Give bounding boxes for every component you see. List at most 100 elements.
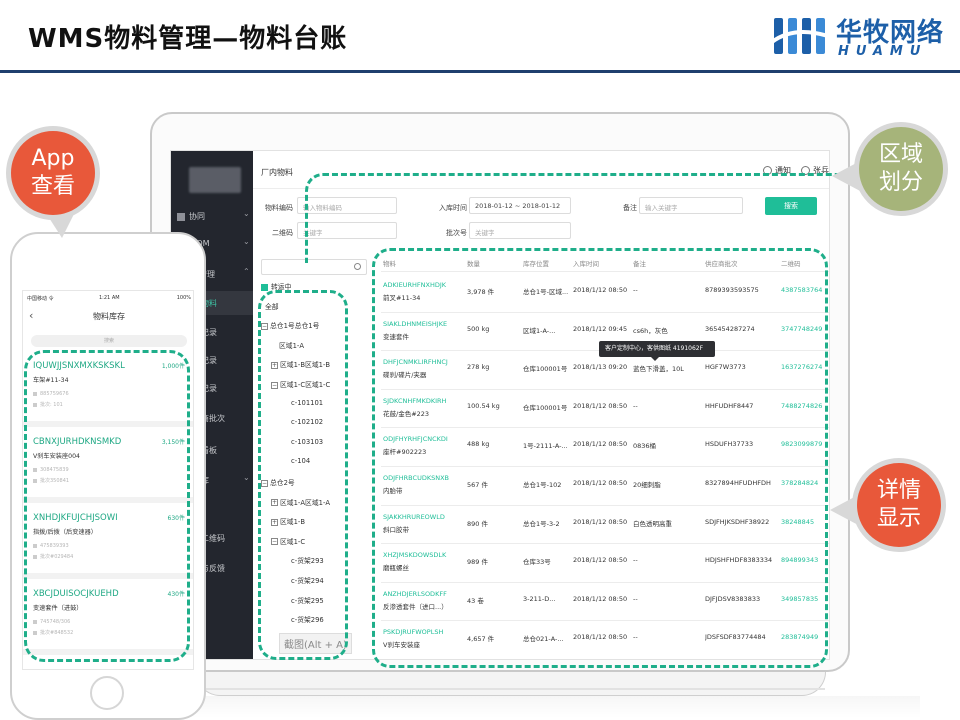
- sidebar-item-qrcode[interactable]: 二维码: [201, 534, 225, 543]
- card-name: V刹车安装座004: [33, 453, 80, 460]
- tree-node[interactable]: c-103103: [291, 437, 324, 446]
- expand-icon[interactable]: +: [271, 518, 278, 526]
- sidebar-item-record-3[interactable]: 记录: [201, 384, 217, 393]
- tag-icon: [33, 391, 37, 396]
- table-cell: 1637276274: [781, 363, 823, 372]
- table-cell: 仓库33号: [523, 558, 551, 567]
- tree-node[interactable]: −区域1-C: [271, 537, 306, 546]
- sidebar-item-collab[interactable]: 协同: [177, 211, 205, 222]
- search-button[interactable]: 搜索: [765, 197, 817, 215]
- tree-node[interactable]: c-102102: [291, 418, 324, 427]
- table-cell: ODJFHRBCUDKSNXB: [383, 474, 449, 482]
- chevron-down-icon: ⌄: [243, 209, 250, 218]
- collapse-icon[interactable]: −: [271, 381, 278, 389]
- table-cell: 567 件: [467, 481, 488, 489]
- table-header-cell[interactable]: 二维码: [781, 260, 801, 268]
- tree-node[interactable]: −总仓2号: [261, 479, 295, 487]
- collapse-icon[interactable]: −: [261, 322, 268, 330]
- table-cell: JDSFSDF83774484: [705, 633, 766, 642]
- slide-title: WMS物料管理—物料台账: [28, 24, 348, 54]
- card-meta: 745748/306: [33, 619, 70, 625]
- time-range-input[interactable]: 2018-01-12 ~ 2018-01-12: [469, 197, 571, 214]
- sidebar-item-supplier-batch[interactable]: 商批次: [201, 414, 225, 423]
- table-header-cell[interactable]: 入库时间: [573, 260, 599, 268]
- tree-node[interactable]: c-货架295: [291, 596, 324, 605]
- table-cell: 894899343: [781, 556, 819, 565]
- table-cell: cs6h，灰色: [633, 326, 668, 335]
- table-cell: 花鼓/金色#223: [383, 409, 430, 418]
- table-header-cell[interactable]: 备注: [633, 260, 646, 268]
- breadcrumb: 厂内物料: [261, 168, 293, 177]
- card-name: 指拨/后拨（后变速器）: [33, 529, 97, 536]
- tree-node[interactable]: c-101101: [291, 398, 324, 407]
- table-header-cell[interactable]: 数量: [467, 260, 480, 268]
- row-divider: [381, 504, 829, 506]
- logo-mark-icon: [770, 18, 828, 54]
- tree-node[interactable]: c-货架294: [291, 577, 324, 585]
- tree-node[interactable]: 区域1-A: [279, 341, 305, 350]
- table-cell: --: [633, 594, 638, 603]
- sidebar-item-feedback[interactable]: 与反馈: [201, 564, 225, 573]
- tree-node[interactable]: +区域1-B: [271, 518, 306, 527]
- row-divider: [381, 581, 829, 583]
- table-cell: 区域1-A-...: [523, 326, 556, 335]
- sidebar-item-board[interactable]: 看板: [201, 446, 217, 455]
- tree-node[interactable]: +区域1-B区域1-B: [271, 361, 331, 370]
- table-cell: SJAKKHRUREOWLD: [383, 512, 445, 521]
- back-icon[interactable]: ‹: [29, 309, 34, 322]
- expand-icon[interactable]: +: [271, 361, 278, 369]
- sidebar-item-material[interactable]: 物料: [201, 299, 217, 308]
- sidebar-item-manage[interactable]: 管理: [199, 270, 215, 279]
- card-quantity: 3,150件: [161, 439, 185, 446]
- table-cell: 总仓1号-3-2: [523, 519, 560, 528]
- note-input[interactable]: 输入关键字: [639, 197, 743, 214]
- tag-icon: [33, 478, 37, 483]
- tag-icon: [33, 630, 37, 635]
- code-input[interactable]: 输入物料编码: [297, 197, 397, 214]
- tree-node[interactable]: c-104: [291, 457, 311, 466]
- table-header-cell[interactable]: 供应商批次: [705, 260, 738, 268]
- table-cell: 座杆#902223: [383, 448, 427, 457]
- table-cell: 278 kg: [467, 363, 490, 372]
- table-header-cell[interactable]: 库存位置: [523, 260, 549, 268]
- table-cell: HHFUDHF8447: [705, 401, 754, 410]
- expand-icon[interactable]: +: [271, 499, 278, 507]
- collapse-icon[interactable]: −: [261, 479, 268, 487]
- logo-chinese-text: 华牧网络: [836, 18, 945, 48]
- bubble-app: App 查看: [6, 126, 100, 220]
- phone-screen: 中国移动 令 1:21 AM 100% ‹ 物料库存 搜索 IQUWJJSNXM…: [22, 290, 194, 670]
- qr-input[interactable]: 关键字: [297, 222, 397, 239]
- table-cell: 前叉#11-34: [383, 294, 421, 302]
- table-cell: XHZJMSKDOWSDLK: [383, 551, 447, 560]
- table-cell: 3,978 件: [467, 288, 495, 296]
- phone-search-input[interactable]: 搜索: [31, 335, 187, 347]
- checkbox-checked-icon[interactable]: [261, 283, 268, 291]
- batch-input[interactable]: 关键字: [469, 222, 571, 239]
- qr-label: 二维码: [272, 229, 293, 237]
- tree-node[interactable]: c-货架296: [291, 616, 324, 625]
- tree-node[interactable]: −区域1-C区域1-C: [271, 381, 331, 389]
- tree-node[interactable]: c-货架293: [291, 557, 324, 566]
- card-code: XNHDJKFUJCHJSOWI: [33, 513, 118, 523]
- collapse-icon[interactable]: −: [271, 538, 278, 546]
- sidebar-item-record-1[interactable]: 记录: [201, 328, 217, 337]
- table-cell: 500 kg: [467, 324, 490, 333]
- card-code: CBNXJURHDKNSMKD: [33, 437, 122, 447]
- bubble-zone: 区域 划分: [854, 122, 948, 216]
- table-header-divider: [381, 271, 829, 272]
- desk-shadow: [120, 696, 920, 718]
- table-cell: 20细刺脂: [633, 481, 661, 489]
- tree-node[interactable]: 转运中: [261, 281, 291, 291]
- card-quantity: 630件: [167, 515, 185, 522]
- sidebar-item-record-2[interactable]: 记录: [201, 356, 217, 365]
- card-meta: 批次350841: [33, 477, 69, 484]
- table-cell: 8327894HFUDHFDH: [705, 479, 771, 487]
- phone-home-button[interactable]: [90, 676, 124, 710]
- tree-node[interactable]: +区域1-A区域1-A: [271, 498, 331, 507]
- table-cell: V刹车安装座: [383, 641, 420, 650]
- tree-node[interactable]: −总仓1号总仓1号: [261, 322, 320, 331]
- search-icon: [354, 263, 361, 270]
